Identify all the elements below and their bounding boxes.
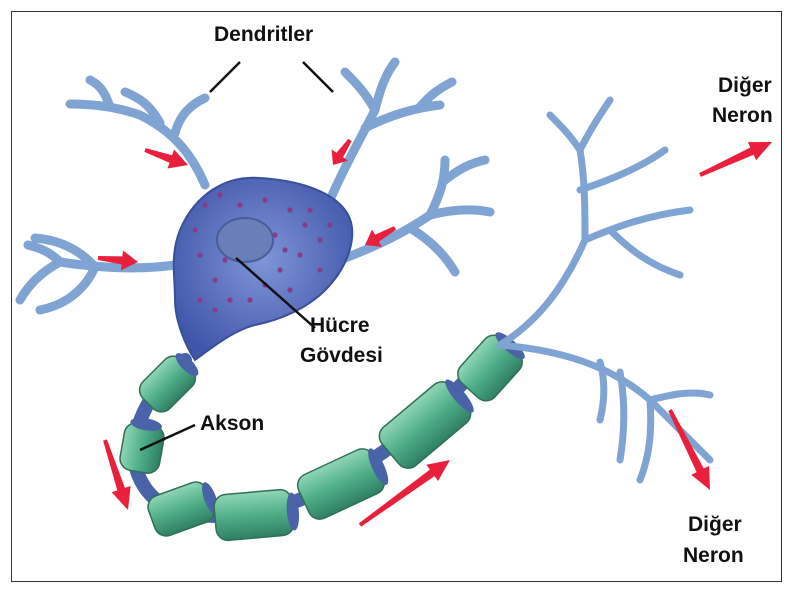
granule — [287, 287, 292, 292]
label-other-neuron-bottom-1: Diğer — [688, 512, 742, 538]
granule — [272, 232, 277, 237]
granule — [327, 222, 332, 227]
granule — [247, 297, 252, 302]
granule — [287, 207, 292, 212]
granule — [297, 252, 302, 257]
granule — [282, 247, 287, 252]
granule — [317, 267, 322, 272]
granule — [222, 257, 227, 262]
dendrite-right — [340, 160, 490, 272]
leader-dendrite-right — [303, 62, 333, 92]
nucleus — [217, 218, 273, 262]
signal-arrow — [699, 142, 772, 177]
dendrite-top-right — [330, 62, 452, 200]
granule — [197, 252, 202, 257]
granule — [237, 202, 242, 207]
granule — [202, 202, 207, 207]
granule — [217, 192, 222, 197]
granule — [307, 207, 312, 212]
dendrite-left — [20, 238, 175, 310]
myelin-segment — [118, 415, 167, 475]
granule — [277, 267, 282, 272]
granule — [227, 297, 232, 302]
dendrite-top-left — [70, 80, 205, 185]
granule — [302, 222, 307, 227]
leader-dendrite-left — [210, 62, 240, 92]
label-axon: Akson — [200, 411, 264, 437]
granule — [212, 277, 217, 282]
label-other-neuron-top-1: Diğer — [718, 73, 772, 99]
granule — [317, 237, 322, 242]
granule — [192, 227, 197, 232]
label-cell-body-1: Hücre — [310, 313, 370, 339]
granule — [197, 297, 202, 302]
label-dendrites: Dendritler — [214, 22, 313, 48]
granule — [262, 197, 267, 202]
granule — [212, 307, 217, 312]
myelin-segment — [213, 488, 301, 541]
myelin-segment — [145, 477, 223, 540]
label-other-neuron-bottom-2: Neron — [683, 543, 744, 569]
label-cell-body-2: Gövdesi — [300, 343, 383, 369]
label-other-neuron-top-2: Neron — [712, 103, 773, 129]
